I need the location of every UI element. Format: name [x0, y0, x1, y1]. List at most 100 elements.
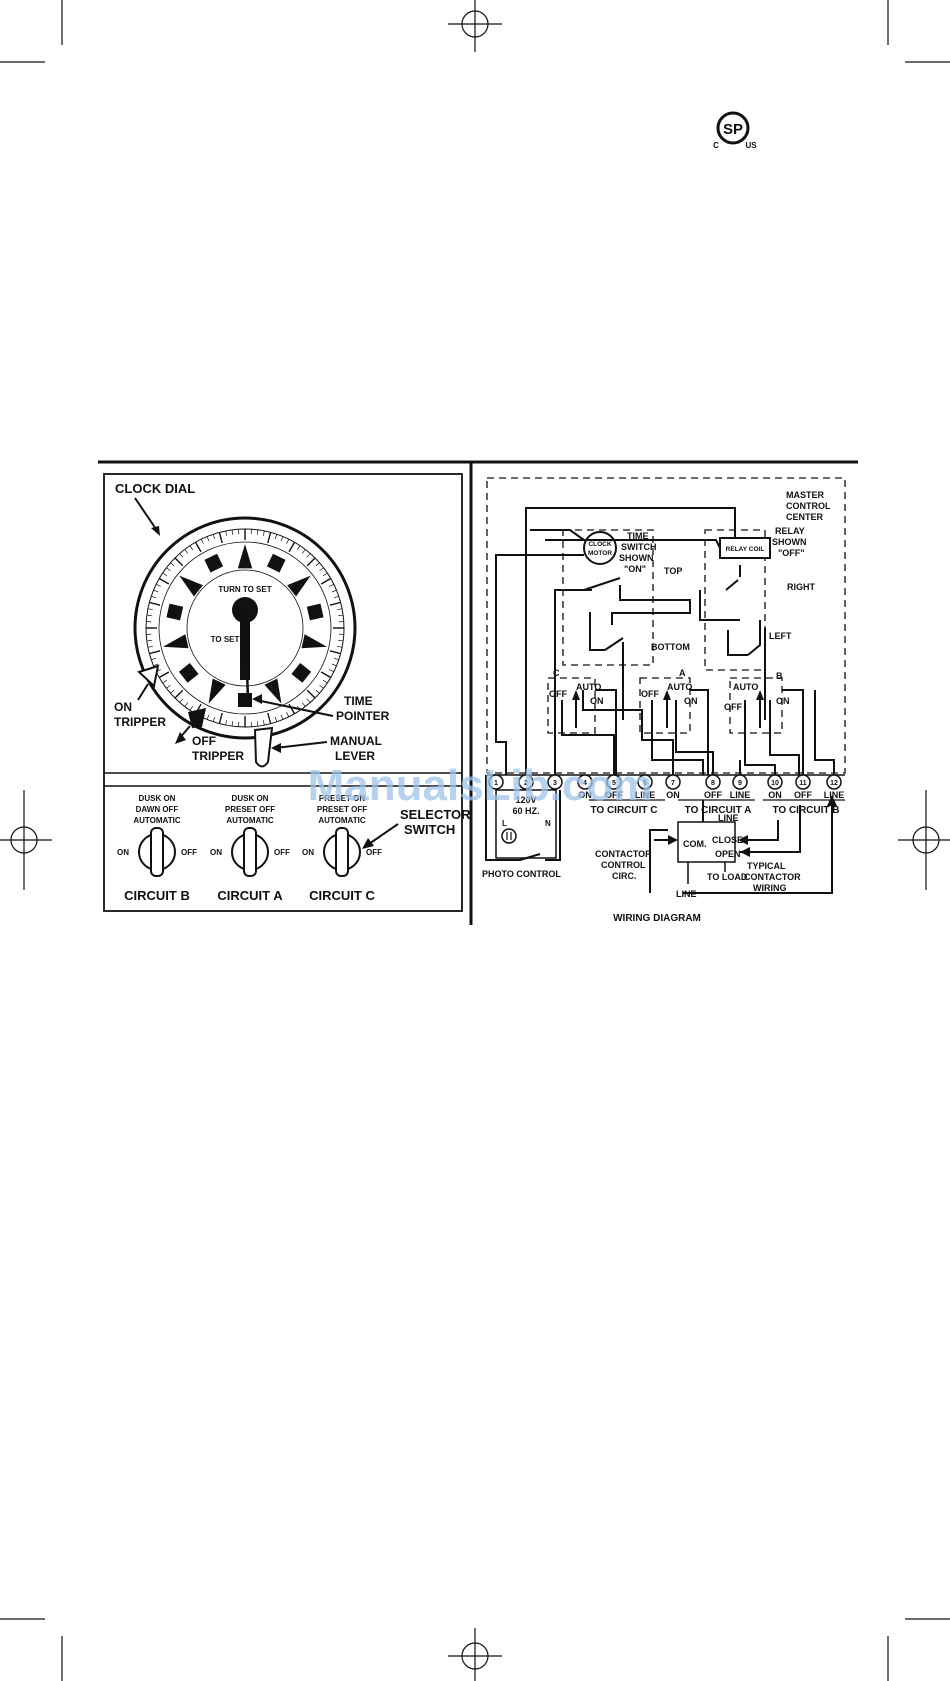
dial-tick [206, 714, 210, 720]
manual-lever-label-1: MANUAL [330, 734, 382, 748]
dial-tick [322, 572, 328, 577]
dial-tick [280, 536, 284, 542]
dial-tick [301, 549, 306, 554]
supply-n: N [545, 819, 551, 828]
selector-handle[interactable] [150, 827, 164, 877]
svg-text:10: 10 [771, 780, 779, 787]
selector-handle[interactable] [243, 827, 257, 877]
bottom-label: BOTTOM [651, 642, 690, 652]
to-circuit-c-label: TO CIRCUIT C [590, 805, 657, 816]
svg-text:9: 9 [738, 780, 742, 787]
dial-tick [262, 720, 265, 726]
dial-tick [322, 679, 328, 684]
dial-tick [194, 541, 202, 553]
selector-mode-label: PRESET OFF [225, 805, 275, 814]
typical-label-3: WIRING [753, 883, 787, 893]
dial-tick [288, 703, 296, 715]
dial-tick [296, 545, 301, 551]
on-tripper[interactable] [137, 664, 160, 688]
contactor-control-label-3: CIRC. [612, 871, 637, 881]
svg-text:1: 1 [494, 780, 498, 787]
logo-mark: SP [723, 121, 743, 138]
terminal-10: 10 [767, 774, 783, 790]
contactor: LINE COM. CLOSE OPEN TO LOAD [649, 795, 837, 894]
dial-tick [158, 577, 170, 585]
selector-a-outline [639, 677, 691, 734]
sel-c-on: ON [590, 696, 604, 706]
contactor-com: COM. [683, 839, 707, 849]
selector-handle[interactable] [335, 827, 349, 877]
line-bottom-label: LINE [676, 889, 697, 899]
registration-mark-bottom [448, 1628, 502, 1681]
time-pointer-label-2: POINTER [336, 709, 390, 723]
selector-mode-label: AUTOMATIC [133, 816, 180, 825]
terminal-2: 2 [518, 774, 534, 790]
dial-tick [225, 530, 228, 536]
terminal-function-label: ON [666, 790, 680, 800]
right-label: RIGHT [787, 582, 816, 592]
dial-tick [212, 716, 216, 722]
sel-c-off: OFF [549, 689, 567, 699]
dial-tick [288, 541, 296, 553]
dial-tick [329, 601, 341, 606]
left-label: LEFT [769, 631, 792, 641]
dial-tick [320, 671, 332, 679]
master-label-2: CONTROL [786, 501, 831, 511]
terminal-function-label: ON [768, 790, 782, 800]
supply-voltage: 120V [515, 795, 536, 805]
dial-tick [151, 595, 157, 599]
manual-lever[interactable] [253, 726, 274, 768]
dial-tick [218, 532, 223, 544]
dial-day-pointer [237, 544, 253, 569]
top-label: TOP [664, 566, 682, 576]
selector-mode-label: DUSK ON [139, 794, 176, 803]
selector-switch-label-2: SWITCH [404, 822, 455, 837]
off-tripper[interactable] [188, 708, 206, 728]
dial-tick [331, 663, 337, 667]
dial-tick [319, 684, 324, 689]
dial-tick [225, 720, 228, 726]
dial-tick [274, 534, 278, 540]
svg-text:2: 2 [524, 780, 528, 787]
dial-tick [146, 639, 152, 642]
dial-tick [179, 698, 184, 703]
dial-tick [256, 721, 259, 727]
sel-a-auto: AUTO [667, 682, 692, 692]
dial-tick [333, 657, 339, 661]
dial-tick [280, 714, 284, 720]
watermark: ManualsLib.com [308, 761, 653, 810]
selector-mode-label: DAWN OFF [136, 805, 179, 814]
terminal-function-label: LINE [824, 790, 845, 800]
csa-logo: SP C US [713, 111, 757, 150]
photo-control-label: PHOTO CONTROL [482, 869, 561, 879]
terminal-4: 4 [577, 774, 593, 790]
sel-c-letter: C [553, 668, 560, 678]
selector-arrows [572, 690, 764, 728]
off-tripper-label-2: TRIPPER [192, 749, 244, 763]
dial-tick [162, 572, 168, 577]
to-circuit-b-label: TO CIRCUIT B [772, 805, 839, 816]
selector-off-label: OFF [181, 848, 197, 857]
selector-mode-label: AUTOMATIC [318, 816, 365, 825]
master-control-center-outline [486, 477, 846, 774]
circuit-name: CIRCUIT B [124, 888, 190, 903]
sel-b-on: ON [776, 696, 790, 706]
registration-mark-right [898, 790, 950, 890]
dial-day-pointer [301, 634, 327, 649]
svg-text:6: 6 [643, 780, 647, 787]
selector-mode-label: AUTOMATIC [226, 816, 273, 825]
selector-off-label: OFF [274, 848, 290, 857]
contactor-open: OPEN [715, 849, 741, 859]
dial-day-pointer [264, 678, 282, 704]
dial-tick [306, 557, 316, 567]
contactor-to-load: TO LOAD [707, 872, 748, 882]
terminal-function-label: LINE [730, 790, 751, 800]
dial-tick [306, 553, 311, 558]
circuit-name: CIRCUIT A [217, 888, 283, 903]
time-switch-outline [562, 529, 654, 666]
